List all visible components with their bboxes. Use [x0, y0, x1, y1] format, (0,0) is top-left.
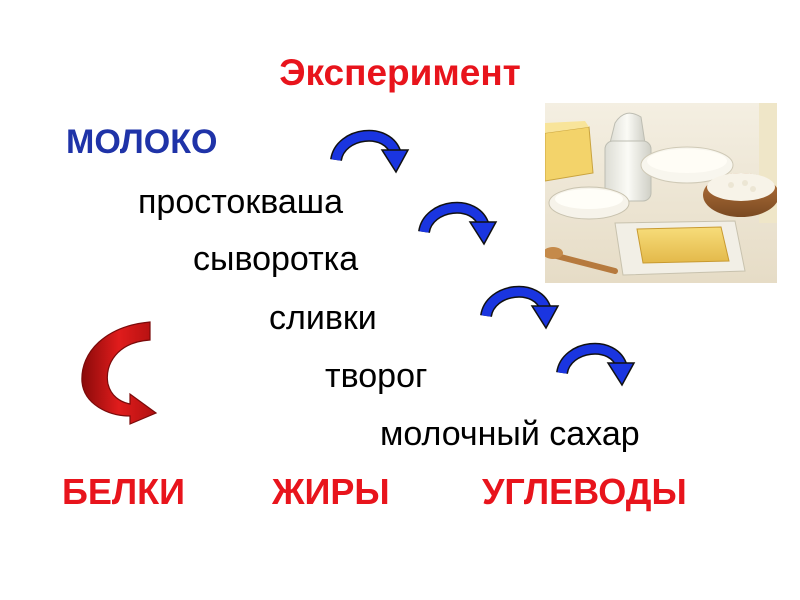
nutrient-proteins: БЕЛКИ [62, 471, 185, 512]
curved-arrow-right-down-icon [480, 285, 560, 330]
chain-item-tvorog: творог [325, 357, 428, 395]
chain-item-prostokvasha: простокваша [138, 183, 343, 221]
chain-item-syvorotka: сыворотка [193, 240, 359, 278]
chain-item-milk: МОЛОКО [66, 123, 218, 161]
curved-arrow-right-down-icon [418, 201, 498, 246]
nutrient-carbohydrates: УГЛЕВОДЫ [482, 471, 687, 512]
curved-arrow-right-down-icon [556, 342, 636, 387]
chain-item-slivki: сливки [269, 299, 377, 337]
dairy-products-photo [545, 103, 777, 283]
curved-arrow-left-down-icon [81, 321, 158, 425]
chain-item-milk-sugar: молочный сахар [380, 415, 640, 453]
nutrient-fats: ЖИРЫ [272, 471, 390, 512]
curved-arrow-right-down-icon [330, 129, 410, 174]
slide-title: Эксперимент [279, 52, 521, 93]
